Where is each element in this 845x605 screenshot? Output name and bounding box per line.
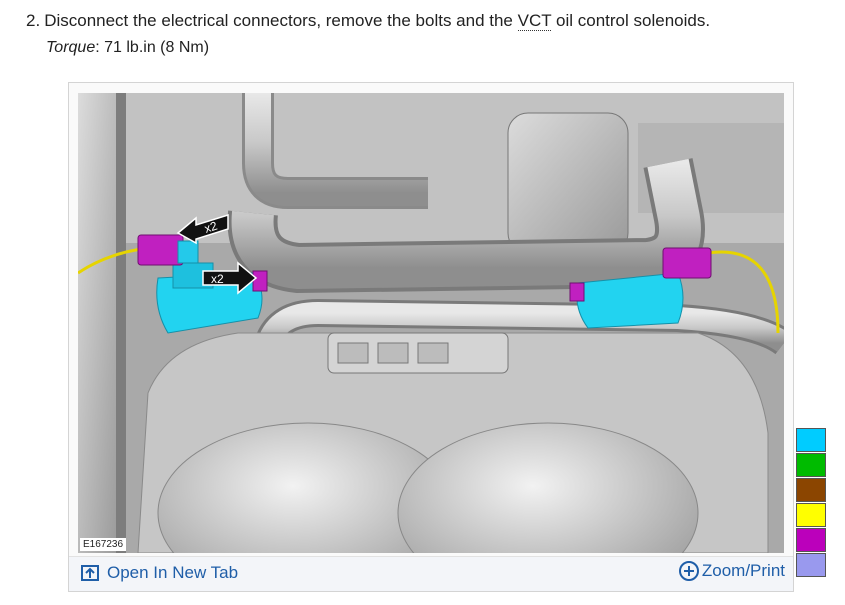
legend-swatch [796, 453, 826, 477]
step-text-start: Disconnect the electrical connectors, re… [44, 11, 518, 30]
callout-center-label: x2 [211, 272, 224, 286]
figure-panel: x2 x2 E167236 Open In New Tab Zoom/Print [68, 82, 794, 592]
zoom-print-link[interactable]: Zoom/Print [678, 561, 785, 581]
engine-drawing: x2 x2 [78, 93, 784, 553]
step-instruction: 2.Disconnect the electrical connectors, … [26, 10, 710, 32]
legend-swatch [796, 503, 826, 527]
step-number: 2. [26, 11, 41, 30]
figure-toolbar: Open In New Tab Zoom/Print [69, 556, 793, 591]
open-new-tab-link[interactable]: Open In New Tab [81, 563, 238, 583]
figure-id: E167236 [80, 538, 127, 551]
open-new-tab-label: Open In New Tab [107, 563, 239, 582]
torque-label: Torque [46, 39, 96, 56]
torque-separator: : [95, 39, 100, 56]
open-new-tab-icon [81, 565, 99, 581]
callout-left-label: x2 [203, 219, 220, 236]
zoom-print-label: Zoom/Print [701, 561, 785, 580]
torque-spec: Torque: 71 lb.in (8 Nm) [46, 37, 209, 59]
legend-swatch [796, 553, 826, 577]
torque-value: 71 lb.in (8 Nm) [99, 39, 210, 56]
color-legend [796, 428, 826, 578]
zoom-plus-icon [678, 561, 699, 581]
legend-swatch [796, 528, 826, 552]
legend-swatch [796, 428, 826, 452]
step-text-end: oil control solenoids. [551, 11, 711, 30]
engine-illustration[interactable]: x2 x2 E167236 [78, 93, 784, 553]
legend-swatch [796, 478, 826, 502]
vct-abbreviation[interactable]: VCT [517, 11, 552, 31]
